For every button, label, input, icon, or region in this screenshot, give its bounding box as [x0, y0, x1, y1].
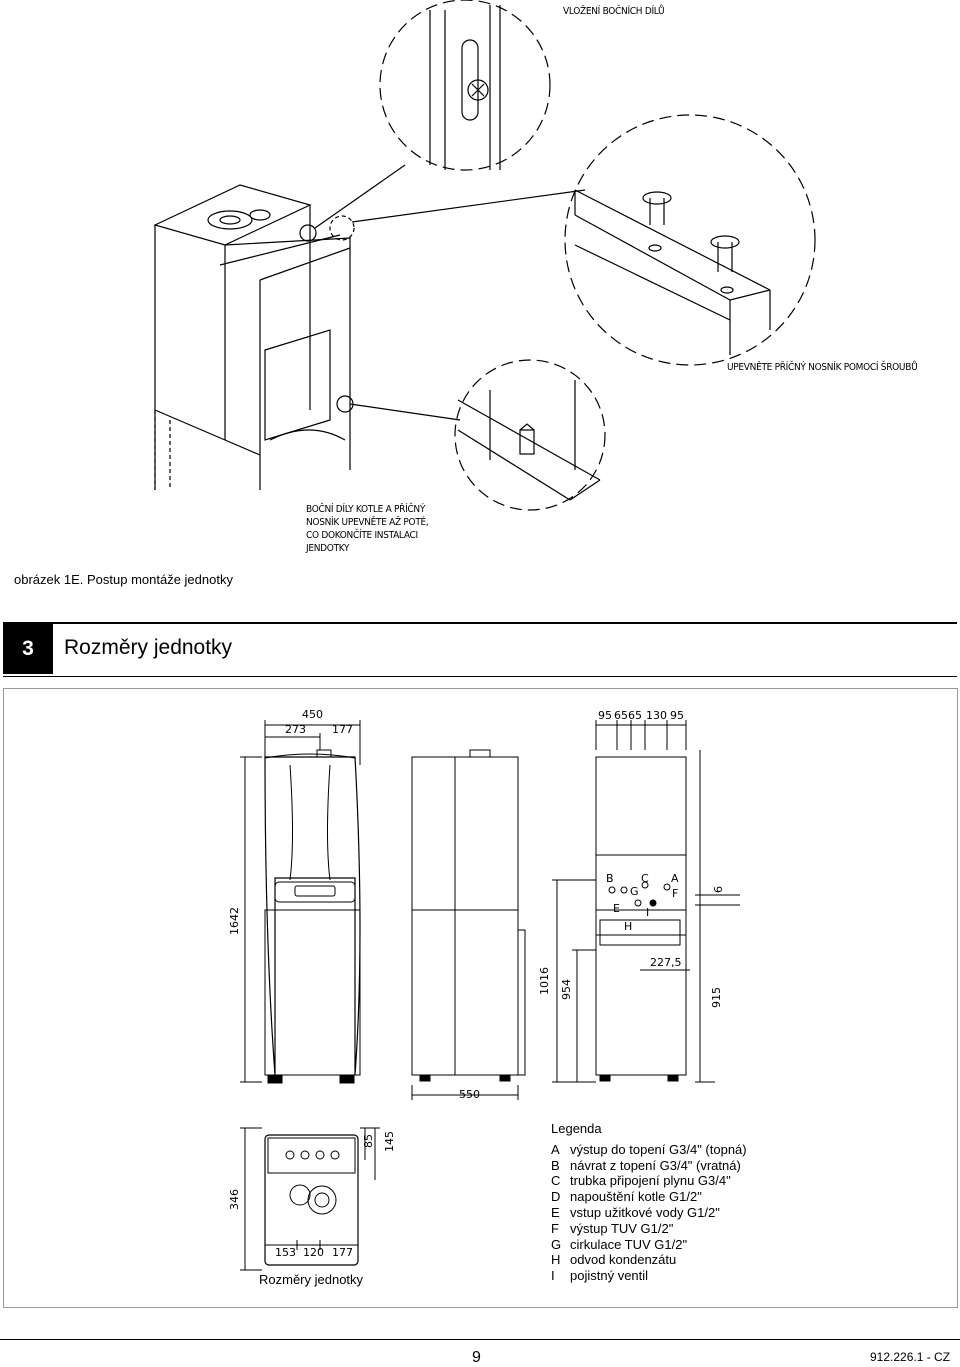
legend-key: I — [551, 1268, 555, 1284]
dim-top-bottom: 120 — [303, 1246, 324, 1259]
conn-label-h: H — [624, 920, 632, 933]
document-code: 912.226.1 - CZ — [870, 1350, 951, 1364]
conn-label-a: A — [671, 872, 679, 885]
dim-front-right: 177 — [332, 723, 353, 736]
callout-line: BOČNÍ DÍLY KOTLE A PŘÍČNÝ — [306, 504, 426, 515]
legend-text: výstup do topení G3/4" (topná) — [570, 1141, 747, 1157]
dim-back-top: 95 — [670, 709, 684, 722]
section-title: Rozměry jednotky — [64, 636, 233, 659]
legend-key: B — [551, 1157, 560, 1173]
callout-line: JENDOTKY — [306, 543, 350, 554]
legend-key: H — [551, 1252, 561, 1268]
section-header — [3, 622, 957, 677]
conn-label-i: I — [646, 906, 649, 919]
conn-label-g: G — [630, 885, 639, 898]
legend-key: F — [551, 1220, 559, 1236]
drawing-caption: Rozměry jednotky — [259, 1272, 364, 1287]
dimensions-frame — [3, 688, 958, 1308]
legend-key: A — [551, 1141, 560, 1157]
legend-text: odvod kondenzátu — [570, 1252, 677, 1268]
dim-back-top: 130 — [646, 709, 667, 722]
dim-front-left: 273 — [285, 723, 306, 736]
section-number: 3 — [3, 624, 53, 674]
dim-back-top: 95 — [598, 709, 612, 722]
assembly-illustration — [153, 0, 816, 511]
callout-line: NOSNÍK UPEVNĚTE AŽ POTÉ, — [306, 517, 429, 528]
dim-side-height-2: 954 — [560, 979, 573, 1000]
dim-front-width: 450 — [302, 708, 323, 721]
callout-fix-after-install: BOČNÍ DÍLY KOTLE A PŘÍČNÝ NOSNÍK UPEVNĚT… — [306, 503, 429, 555]
dim-back-top: 65 — [614, 709, 628, 722]
footer-divider — [0, 1339, 960, 1340]
dim-side-depth: 550 — [459, 1088, 480, 1101]
conn-label-b: B — [606, 872, 614, 885]
legend-text: cirkulace TUV G1/2" — [570, 1236, 688, 1252]
legend-key: E — [551, 1204, 560, 1220]
dim-back-height: 915 — [710, 987, 723, 1008]
conn-label-f: F — [672, 887, 678, 900]
dim-top-145: 145 — [383, 1131, 396, 1152]
legend-key: D — [551, 1189, 561, 1205]
legend-text: pojistný ventil — [570, 1268, 649, 1284]
dim-top-bottom: 177 — [332, 1246, 353, 1259]
callout-fix-crossbeam: UPEVNĚTE PŘÍČNÝ NOSNÍK POMOCÍ ŠROUBŮ — [727, 362, 918, 373]
legend-text: trubka připojení plynu G3/4" — [570, 1173, 731, 1189]
callout-line: CO DOKONČÍTE INSTALACI — [306, 530, 418, 541]
dim-back-width: 227,5 — [650, 956, 682, 969]
dim-top-85: 85 — [362, 1134, 375, 1148]
callout-insert-side-panels: VLOŽENÍ BOČNÍCH DÍLŮ — [563, 6, 665, 17]
legend-title: Legenda — [551, 1121, 602, 1136]
legend-text: návrat z topení G3/4" (vratná) — [570, 1157, 741, 1173]
dim-top-bottom: 153 — [275, 1246, 296, 1259]
dimension-drawings: 450 273 177 1642 550 1016 954 95 65 65 1… — [228, 708, 740, 1271]
dim-back-offset: 6 — [712, 886, 725, 893]
dim-top-depth: 346 — [228, 1189, 241, 1210]
dim-front-height: 1642 — [228, 907, 241, 935]
assembly-figure: VLOŽENÍ BOČNÍCH DÍLŮ UPEVNĚTE PŘÍČNÝ NOS… — [0, 0, 960, 600]
figure-caption: obrázek 1E. Postup montáže jednotky — [14, 572, 233, 587]
conn-label-c: C — [641, 872, 649, 885]
legend-key: C — [551, 1173, 561, 1189]
dim-back-top: 65 — [628, 709, 642, 722]
conn-label-e: E — [613, 902, 620, 915]
page-number: 9 — [472, 1349, 481, 1366]
legend-text: napouštění kotle G1/2" — [570, 1189, 702, 1205]
legend-text: výstup TUV G1/2" — [570, 1220, 674, 1236]
legend-text: vstup užitkové vody G1/2" — [570, 1204, 720, 1220]
legend-key: G — [551, 1236, 562, 1252]
dim-side-height-1: 1016 — [538, 967, 551, 995]
